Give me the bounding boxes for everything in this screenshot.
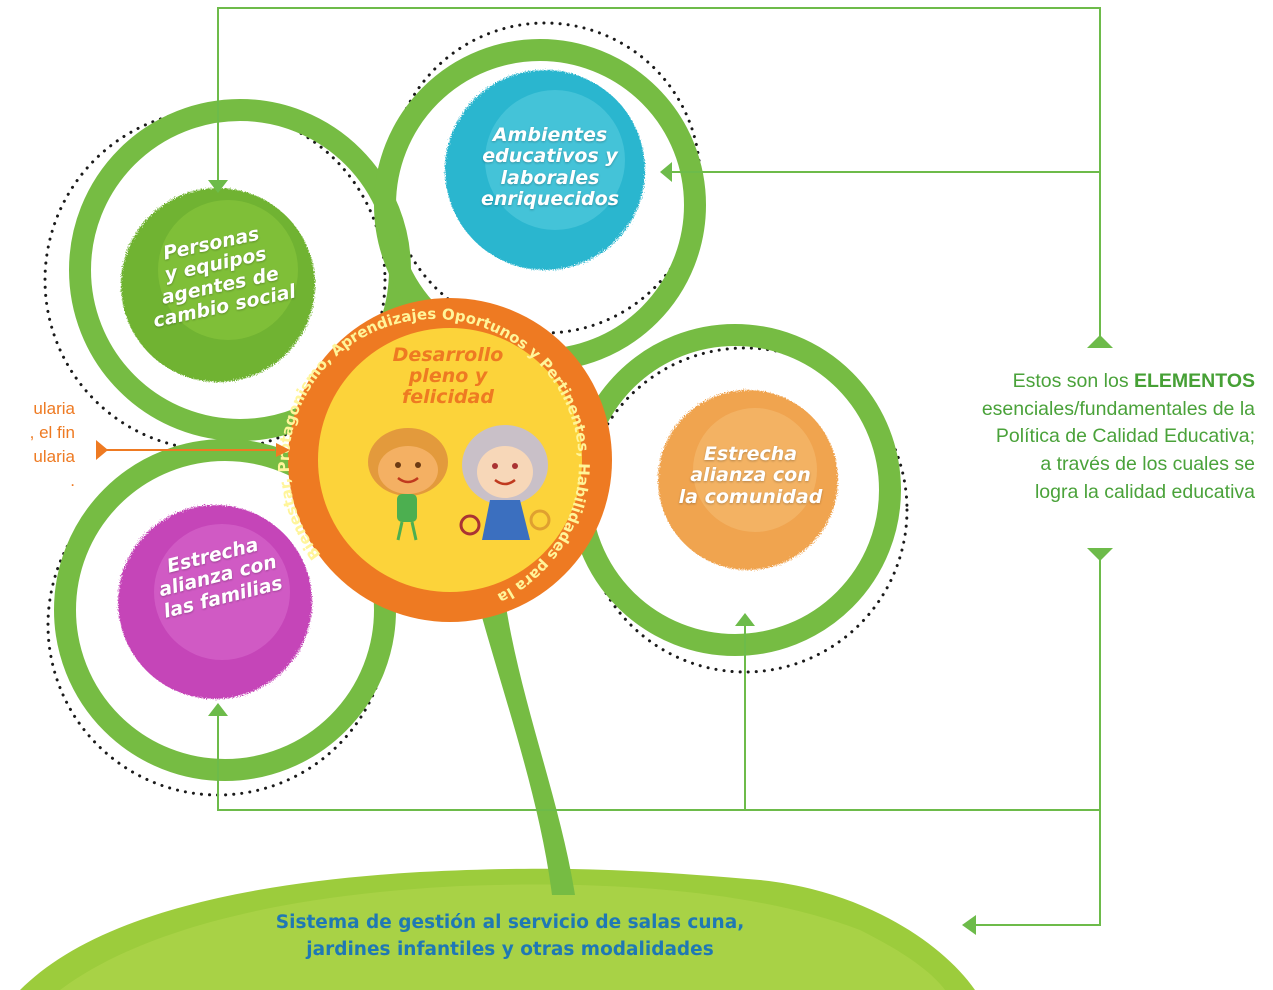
right-note-line: esenciales/fundamentales de la <box>981 397 1255 420</box>
right-note-first-line: Estos son los ELEMENTOS <box>880 368 1255 396</box>
leaf-people-shade <box>158 200 298 340</box>
left-note-line: , el fin <box>29 423 75 443</box>
leaf-environments-line: Ambientes <box>492 124 608 146</box>
children-drawing <box>368 425 551 541</box>
leaf-environments-shade <box>485 90 625 230</box>
left-note-line: ularia <box>33 399 75 418</box>
right-note-line: logra la calidad educativa <box>1034 480 1255 503</box>
leaf-community-shade <box>693 408 817 532</box>
core-title-line: felicidad <box>402 385 494 408</box>
right-note-line: a través de los cuales se <box>1040 453 1255 476</box>
leaf-community-label: Estrecha alianza con la comunidad <box>668 443 833 508</box>
leaf-community-line: la comunidad <box>678 485 823 508</box>
core-title-line: pleno y <box>408 364 488 387</box>
dotted-circle-community <box>581 346 909 674</box>
grass-highlight <box>60 884 945 990</box>
leaf-families-shade <box>154 524 290 660</box>
left-note: ularia , el fin ularia . <box>0 397 75 494</box>
left-note-line: . <box>70 471 75 491</box>
core-title-line: Desarrollo <box>392 344 504 366</box>
left-note-line: ularia <box>33 447 75 467</box>
base-caption-line: Sistema de gestión al servicio de salas … <box>275 912 745 933</box>
right-note: Estos son los ELEMENTOS esenciales/funda… <box>880 368 1255 506</box>
leaf-community-line: alianza con <box>690 464 811 487</box>
leaf-environments-label: Ambientes educativos y laborales enrique… <box>465 124 635 210</box>
right-note-highlight: ELEMENTOS <box>1134 370 1255 392</box>
clover-stem <box>480 600 575 895</box>
connector-arrows <box>208 162 1113 935</box>
left-orange-arrow <box>96 440 290 460</box>
base-caption: Sistema de gestión al servicio de salas … <box>160 910 860 964</box>
leaf-environments-line: enriquecidos <box>480 187 620 210</box>
connector-lines <box>217 7 1101 926</box>
core-title: Desarrollo pleno y felicidad <box>378 345 518 408</box>
right-note-prefix: Estos son los <box>1012 370 1134 392</box>
leaf-community-line: Estrecha <box>703 443 798 465</box>
right-note-line: Política de Calidad Educativa; <box>995 425 1255 448</box>
base-caption-line: jardines infantiles y otras modalidades <box>306 938 714 960</box>
leaf-environments-line: educativos y <box>482 145 618 168</box>
leaf-environments-line: laborales <box>500 166 600 189</box>
